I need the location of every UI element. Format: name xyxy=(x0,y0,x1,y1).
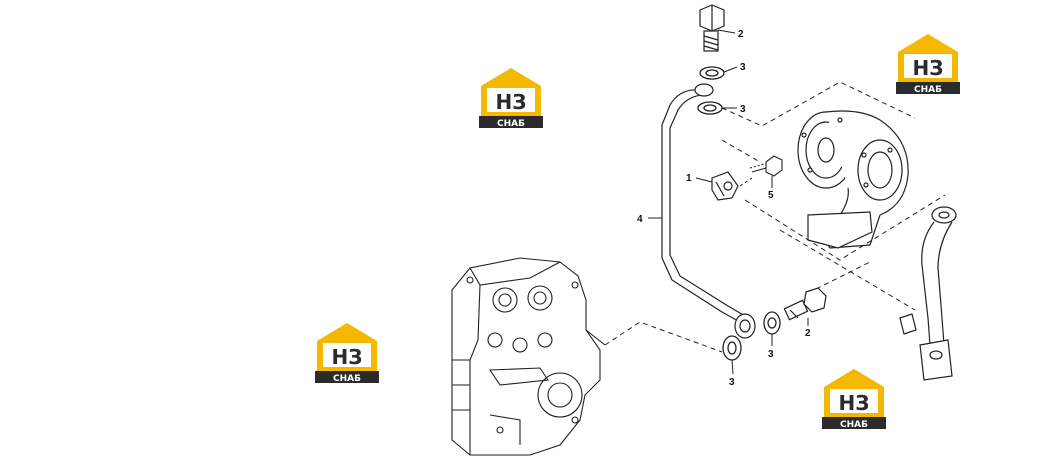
return-pipe xyxy=(899,206,957,381)
logo-letters: НЗ xyxy=(839,391,870,415)
leader-engine xyxy=(604,321,723,353)
callout-4-pipe: 4 xyxy=(637,214,643,225)
logo-letters: НЗ xyxy=(496,90,527,114)
clamp-bolt xyxy=(749,155,783,177)
oil-pipe xyxy=(661,83,756,339)
banjo-bolt-lower xyxy=(783,287,827,321)
callout-3-lower-left-washer: 3 xyxy=(729,377,735,388)
logo-brand: СНАБ xyxy=(333,374,361,384)
watermark-logo: НЗ СНАБ xyxy=(822,369,886,430)
watermark-logo: НЗ СНАБ xyxy=(315,323,379,384)
callout-leaders xyxy=(648,29,809,375)
logo-letters: НЗ xyxy=(332,345,363,369)
callout-2-lower-bolt: 2 xyxy=(805,328,811,339)
logo-brand: СНАБ xyxy=(914,85,942,95)
washer-lower-left xyxy=(722,335,742,361)
pipe-clamp xyxy=(711,171,739,201)
logo-brand: СНАБ xyxy=(497,119,525,129)
logo-brand: СНАБ xyxy=(840,420,868,430)
logo-letters: НЗ xyxy=(913,56,944,80)
callout-3-top-washer: 3 xyxy=(740,62,746,73)
washer-lower-right xyxy=(763,311,781,335)
engine-block xyxy=(451,257,606,456)
washer-top xyxy=(699,66,725,80)
callout-2-top: 2 xyxy=(738,29,744,40)
turbocharger xyxy=(797,110,909,249)
callout-1-clamp: 1 xyxy=(686,173,692,184)
watermark-logo: НЗ СНАБ xyxy=(896,34,960,95)
watermark-logo: НЗ СНАБ xyxy=(479,68,543,129)
callout-5-bolt: 5 xyxy=(768,190,774,201)
callout-3-lower-right-washer: 3 xyxy=(768,349,774,360)
banjo-bolt-top xyxy=(699,4,725,52)
callout-3-mid-washer: 3 xyxy=(740,104,746,115)
washer-mid xyxy=(697,101,723,115)
